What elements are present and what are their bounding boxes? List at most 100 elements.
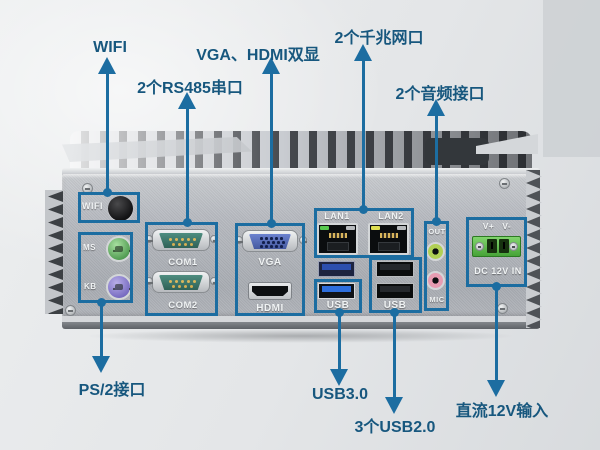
arrow-up-icon [98, 57, 116, 74]
lan1-contacts [328, 233, 347, 238]
callout-line-ps2 [100, 303, 103, 358]
callout-line-usb2 [393, 313, 396, 399]
panel-screw [65, 305, 76, 316]
callout-box-usb2 [369, 257, 422, 313]
dc-terminal-screw [475, 242, 484, 251]
callout-dot-rs485 [183, 218, 192, 227]
callout-label-ps2: PS/2接口 [78, 382, 146, 399]
lan2-port [368, 223, 409, 255]
vga-connector [249, 234, 291, 249]
ps2-mouse-label: MS [83, 243, 96, 252]
callout-label-vga-hdmi: VGA、HDMI双显 [196, 47, 320, 64]
background-corner-shade [543, 0, 600, 157]
arrow-down-icon [92, 356, 110, 373]
lan1-label: LAN1 [324, 211, 350, 221]
com2-label: COM2 [168, 300, 198, 311]
audio-mic-label: MIC [429, 295, 445, 304]
callout-dot-dc [492, 282, 501, 291]
arrow-up-icon [427, 99, 445, 116]
vga-pin-holes [260, 237, 263, 240]
callout-label-usb2: 3个USB2.0 [354, 419, 436, 436]
panel-screw [497, 303, 508, 314]
lan1-led [320, 226, 329, 230]
usb-tongue [322, 264, 351, 270]
usb-tongue [380, 264, 410, 270]
wifi-port-label: WIFI [82, 201, 103, 211]
callout-box-dc [466, 217, 527, 287]
lan1-cavity [326, 242, 349, 251]
callout-box-ps2 [78, 232, 133, 303]
dc-terminal-slot [499, 239, 509, 253]
usb2-port-lower [376, 283, 414, 299]
lan2-led [371, 226, 380, 230]
callout-dot-wifi [103, 188, 112, 197]
audio-out-jack [426, 242, 445, 261]
lan2-contacts [379, 233, 398, 238]
dc-input-label: DC 12V IN [474, 266, 522, 276]
vga-port [242, 230, 298, 252]
dc-terminal-block [472, 236, 521, 257]
callout-line-usb3 [338, 313, 341, 371]
callout-label-audio: 2个音频接口 [395, 86, 485, 103]
panel-top-edge [62, 168, 540, 175]
callout-line-rs485 [186, 108, 189, 222]
lan2-cavity [377, 242, 400, 251]
arrow-down-icon [487, 380, 505, 397]
callout-line-dc [495, 287, 498, 382]
callout-dot-vga-hdmi [267, 219, 276, 228]
audio-mic-jack [426, 271, 445, 290]
callout-dot-usb2 [390, 308, 399, 317]
dc-terminal-screw [509, 242, 518, 251]
arrow-up-icon [178, 92, 196, 109]
callout-line-audio [435, 115, 438, 221]
usb3-port-lower [318, 283, 355, 299]
usb2-label: USB [383, 300, 407, 311]
com2-port [152, 271, 210, 293]
ps2-keyboard-label: KB [84, 282, 97, 291]
lan2-label: LAN2 [378, 211, 404, 221]
callout-box-com [145, 222, 218, 316]
lan1-led [346, 226, 355, 230]
com1-pins [169, 238, 172, 241]
usb-tongue [322, 286, 351, 292]
arrow-up-icon [354, 44, 372, 61]
panel-bottom-base [62, 322, 540, 329]
hdmi-label: HDMI [256, 303, 284, 314]
callout-dot-lan [359, 205, 368, 214]
usb3-label: USB [326, 300, 350, 311]
device-rear-panel [62, 174, 540, 318]
callout-box-lan [314, 208, 414, 258]
callout-dot-usb3 [335, 308, 344, 317]
dc-terminal-slot [487, 239, 497, 253]
callout-label-usb3: USB3.0 [311, 386, 369, 403]
usb3-port-upper [318, 261, 355, 277]
panel-bottom-bevel [62, 316, 540, 323]
callout-line-wifi [106, 73, 109, 192]
hdmi-port [248, 282, 292, 300]
lan2-led [397, 226, 406, 230]
com1-label: COM1 [168, 257, 198, 268]
callout-label-lan: 2个千兆网口 [334, 30, 424, 47]
arrow-down-icon [330, 369, 348, 386]
lan1-port [317, 223, 358, 255]
usb2-port-upper [376, 261, 414, 277]
com2-connector [159, 275, 203, 290]
callout-label-wifi: WIFI [93, 39, 127, 56]
com1-port [152, 229, 210, 251]
ps2-keyboard-port [106, 274, 132, 300]
com2-pins [169, 280, 172, 283]
callout-line-vga-hdmi [270, 73, 273, 223]
callout-label-dc: 直流12V输入 [455, 403, 549, 420]
device-side-fins-left [45, 190, 63, 314]
callout-box-audio [424, 221, 449, 311]
callout-box-vga-hdmi [235, 223, 305, 316]
arrow-up-icon [262, 57, 280, 74]
vga-label: VGA [258, 257, 282, 268]
callout-dot-audio [432, 217, 441, 226]
dc-terminal-label: V+ V- [482, 221, 512, 231]
callout-dot-ps2 [97, 298, 106, 307]
device-side-fins-right [526, 170, 546, 328]
callout-label-rs485: 2个RS485串口 [137, 80, 243, 97]
device-drop-shadow [85, 329, 517, 343]
